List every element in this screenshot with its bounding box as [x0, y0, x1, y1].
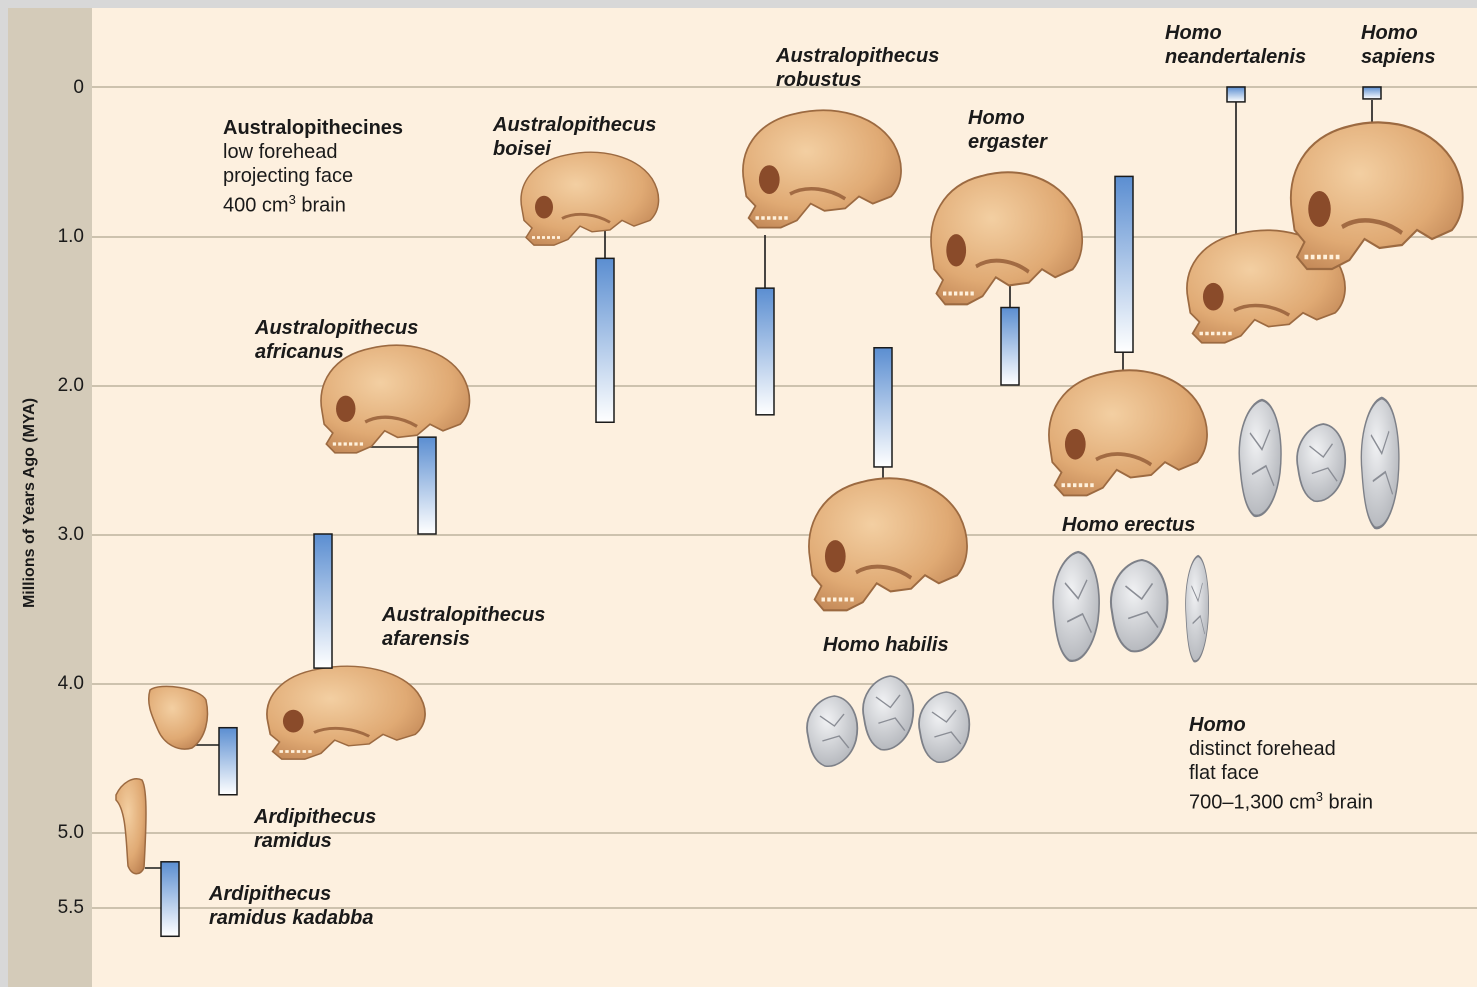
species-label-habilis: Homo habilis: [823, 633, 949, 657]
australopithecines-line3: 400 cm3 brain: [223, 188, 403, 218]
habilis-tool: [919, 692, 969, 762]
homo-title: Homo: [1189, 713, 1373, 737]
ergaster-skull: [931, 172, 1082, 304]
australopithecines-line2: projecting face: [223, 164, 403, 188]
australopithecines-line1: low forehead: [223, 140, 403, 164]
erectus-tool: [1111, 560, 1167, 651]
australopithecines-description: Australopithecines low forehead projecti…: [223, 116, 403, 218]
sapiens-tool: [1297, 424, 1345, 501]
range-bar-australopithecus-afarensis: [314, 534, 332, 668]
ramidus-jaw: [149, 686, 208, 749]
sapiens-tool: [1361, 398, 1399, 528]
robustus-skull: [743, 110, 901, 227]
habilis-tool: [863, 676, 913, 750]
range-bar-ardipithecus-ramidus: [219, 728, 237, 795]
species-label-erectus: Homo erectus: [1062, 513, 1195, 537]
range-bar-homo-neandertalenis: [1227, 87, 1245, 102]
habilis-skull: [809, 478, 967, 610]
range-bar-homo-habilis: [874, 348, 892, 467]
erectus-skull: [1049, 370, 1207, 495]
range-bar-homo-ergaster: [1001, 308, 1019, 385]
boisei-skull: [521, 152, 659, 245]
homo-description: Homo distinct forehead flat face 700–1,3…: [1189, 713, 1373, 815]
range-bar-ardipithecus-ramidus-kadabba: [161, 862, 179, 937]
afarensis-skull: [267, 666, 425, 759]
homo-line3: 700–1,300 cm3 brain: [1189, 785, 1373, 815]
sapiens-skull: [1291, 122, 1463, 269]
habilis-tool: [807, 696, 857, 766]
erectus-tool: [1186, 556, 1209, 661]
kadabba-bone: [116, 779, 146, 874]
homo-line2: flat face: [1189, 761, 1373, 785]
range-bar-homo-erectus: [1115, 176, 1133, 352]
australopithecines-title: Australopithecines: [223, 116, 403, 140]
range-bar-homo-sapiens: [1363, 87, 1381, 99]
range-bar-australopithecus-africanus: [418, 437, 436, 534]
range-bar-australopithecus-boisei: [596, 258, 614, 422]
range-bar-australopithecus-robustus: [756, 288, 774, 415]
erectus-tool: [1053, 552, 1099, 661]
homo-line1: distinct forehead: [1189, 737, 1373, 761]
sapiens-tool: [1239, 400, 1281, 516]
